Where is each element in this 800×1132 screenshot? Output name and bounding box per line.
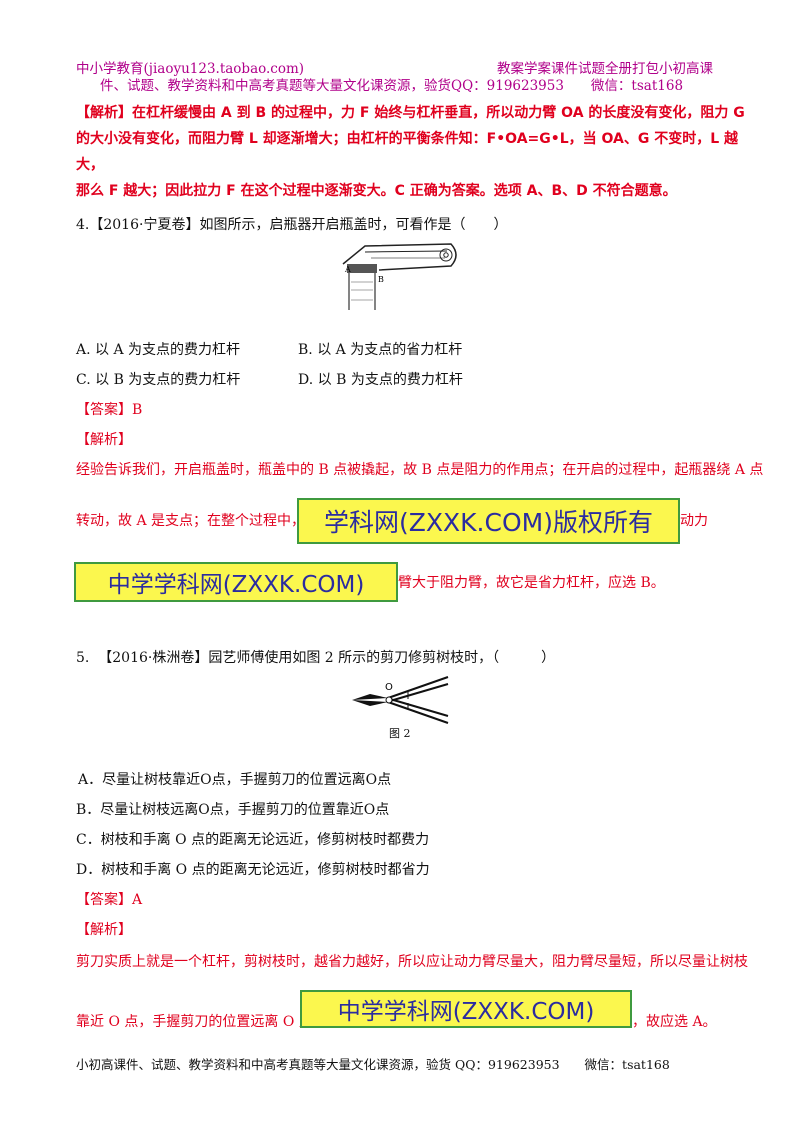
- q4-analysis-line2a: 转动，故 A 是支点；在整个过程中，: [76, 513, 306, 529]
- q4-answer: 【答案】B: [76, 402, 143, 418]
- q5-analysis-line2a: 靠近 O 点，手握剪刀的位置远离 O 点: [76, 1014, 313, 1030]
- watermark-zxxk-2: 中学学科网(ZXXK.COM): [74, 562, 398, 602]
- prev-explanation-line2: 的大小没有变化，而阻力臂 L 却逐渐增大；由杠杆的平衡条件知：F•OA=G•L，…: [76, 131, 739, 173]
- q4-analysis-line1: 经验告诉我们，开启瓶盖时，瓶盖中的 B 点被撬起，故 B 点是阻力的作用点；在开…: [76, 462, 764, 478]
- q4-option-b: B. 以 A 为支点的省力杠杆: [298, 342, 463, 358]
- scissors-figure: O: [352, 676, 449, 724]
- q5-option-c: C．树枝和手离 O 点的距离无论远近，修剪树枝时都费力: [76, 832, 430, 848]
- q5-analysis-label: 【解析】: [76, 922, 132, 938]
- watermark-zxxk-1: 学科网(ZXXK.COM)版权所有: [297, 498, 680, 544]
- figure-label-a: A: [344, 265, 351, 274]
- q4-analysis-line2b: 动力: [680, 513, 708, 529]
- q5-figure-caption: 图 2: [389, 727, 411, 740]
- bottle-opener-figure: A B: [342, 243, 457, 310]
- q4-option-a: A. 以 A 为支点的费力杠杆: [76, 342, 241, 358]
- footer-text: 小初高课件、试题、教学资料和中高考真题等大量文化课资源，验货 QQ：919623…: [76, 1057, 670, 1072]
- prev-explanation-line3: 那么 F 越大；因此拉力 F 在这个过程中逐渐变大。C 正确为答案。选项 A、B…: [76, 183, 677, 199]
- q4-option-d: D. 以 B 为支点的费力杠杆: [298, 372, 463, 388]
- q5-stem: 5. 【2016·株洲卷】园艺师傅使用如图 2 所示的剪刀修剪树枝时，（ ）: [76, 650, 556, 666]
- q5-option-b: B．尽量让树枝远离O点，手握剪刀的位置靠近O点: [76, 802, 390, 818]
- header-right-line2: 件、试题、教学资料和中高考真题等大量文化课资源，验货QQ：919623953 微…: [100, 78, 684, 94]
- q5-answer: 【答案】A: [76, 892, 143, 908]
- q5-analysis-line1: 剪刀实质上就是一个杠杆，剪树枝时，越省力越好，所以应让动力臂尽量大，阻力臂尽量短…: [76, 954, 748, 970]
- q5-option-a: A．尽量让树枝靠近O点，手握剪刀的位置远离O点: [78, 772, 392, 788]
- q5-option-d: D．树枝和手离 O 点的距离无论远近，修剪树枝时都省力: [76, 862, 430, 878]
- q4-stem: 4.【2016·宁夏卷】如图所示，启瓶器开启瓶盖时，可看作是（ ）: [76, 217, 508, 233]
- figure-label-o: O: [385, 682, 393, 693]
- header-left: 中小学教育(jiaoyu123.taobao.com): [76, 61, 305, 77]
- watermark-zxxk-3: 中学学科网(ZXXK.COM): [300, 990, 632, 1028]
- prev-explanation-line1: 【解析】在杠杆缓慢由 A 到 B 的过程中，力 F 始终与杠杆垂直，所以动力臂 …: [76, 105, 745, 121]
- q4-analysis-label: 【解析】: [76, 432, 132, 448]
- figure-label-b: B: [378, 275, 384, 284]
- q4-option-c: C. 以 B 为支点的费力杠杆: [76, 372, 241, 388]
- q5-analysis-line2b: ，故应选 A。: [632, 1014, 717, 1030]
- q4-analysis-line3: 臂大于阻力臂，故它是省力杠杆，应选 B。: [398, 575, 665, 591]
- prev-explanation: 【解析】在杠杆缓慢由 A 到 B 的过程中，力 F 始终与杠杆垂直，所以动力臂 …: [76, 100, 766, 204]
- header-right-line1: 教案学案课件试题全册打包小初高课: [497, 61, 713, 77]
